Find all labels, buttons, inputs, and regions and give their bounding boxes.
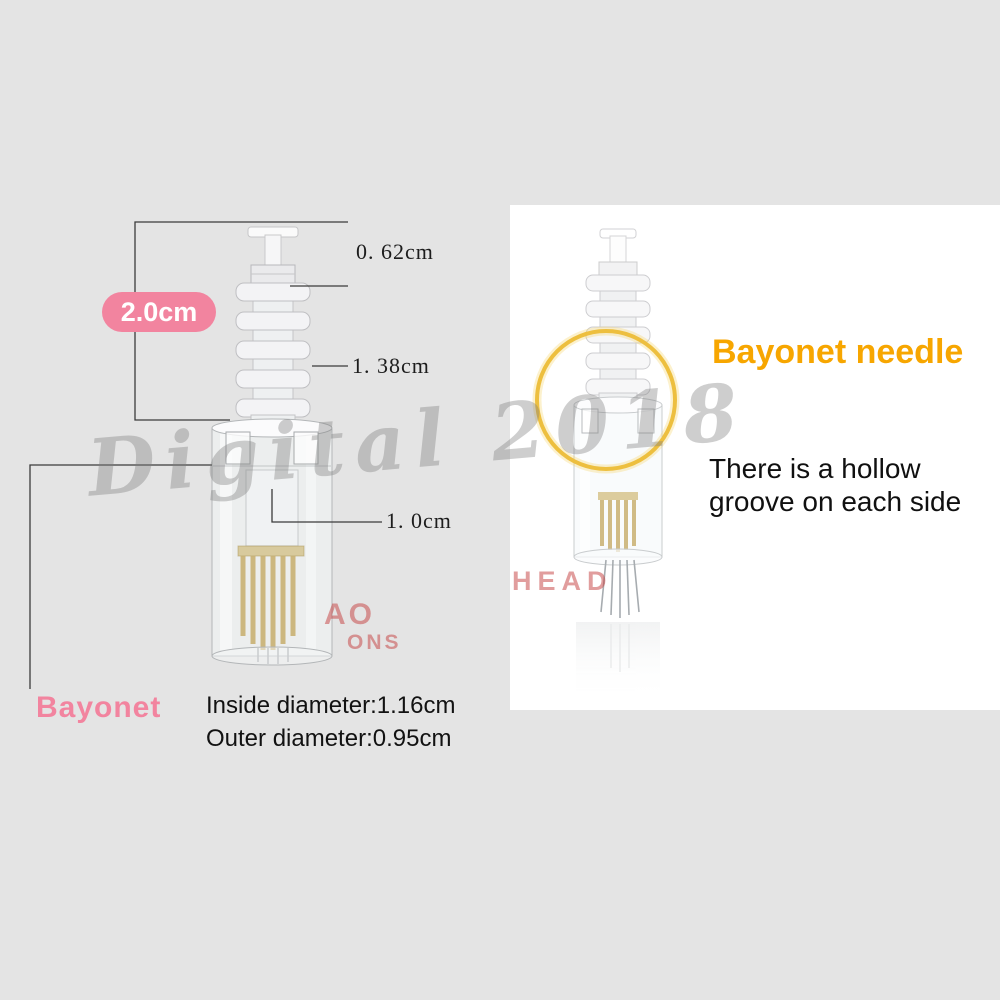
opening-width-label: 1. 0cm — [386, 508, 452, 533]
inside-diameter-label: Inside diameter:1.16cm — [206, 692, 456, 719]
cartridge-reflection — [576, 622, 660, 702]
diameter-specs: Inside diameter:1.16cm Outer diameter:0.… — [206, 689, 455, 755]
micro-needles-right — [600, 559, 640, 618]
highlight-circle-ring — [535, 329, 677, 471]
total-length-badge: 2.0cm — [102, 292, 216, 332]
cartridge-body-left — [211, 418, 333, 666]
outer-diameter-label: Outer diameter:0.95cm — [206, 725, 452, 752]
cartridge-body-right — [573, 396, 663, 618]
cartridge-image-left — [211, 226, 333, 666]
bellows-length-label: 1. 38cm — [352, 353, 430, 378]
cartridge-photo-right — [532, 228, 680, 702]
bayonet-bracket — [29, 464, 212, 689]
opening-pointer — [271, 489, 382, 523]
tip-length-label: 0. 62cm — [356, 239, 434, 264]
bayonet-label: Bayonet — [36, 691, 162, 724]
right-panel-title: Bayonet needle — [712, 333, 964, 371]
bellows-left — [235, 282, 311, 429]
right-panel-description: There is a hollow groove on each side — [709, 453, 962, 517]
